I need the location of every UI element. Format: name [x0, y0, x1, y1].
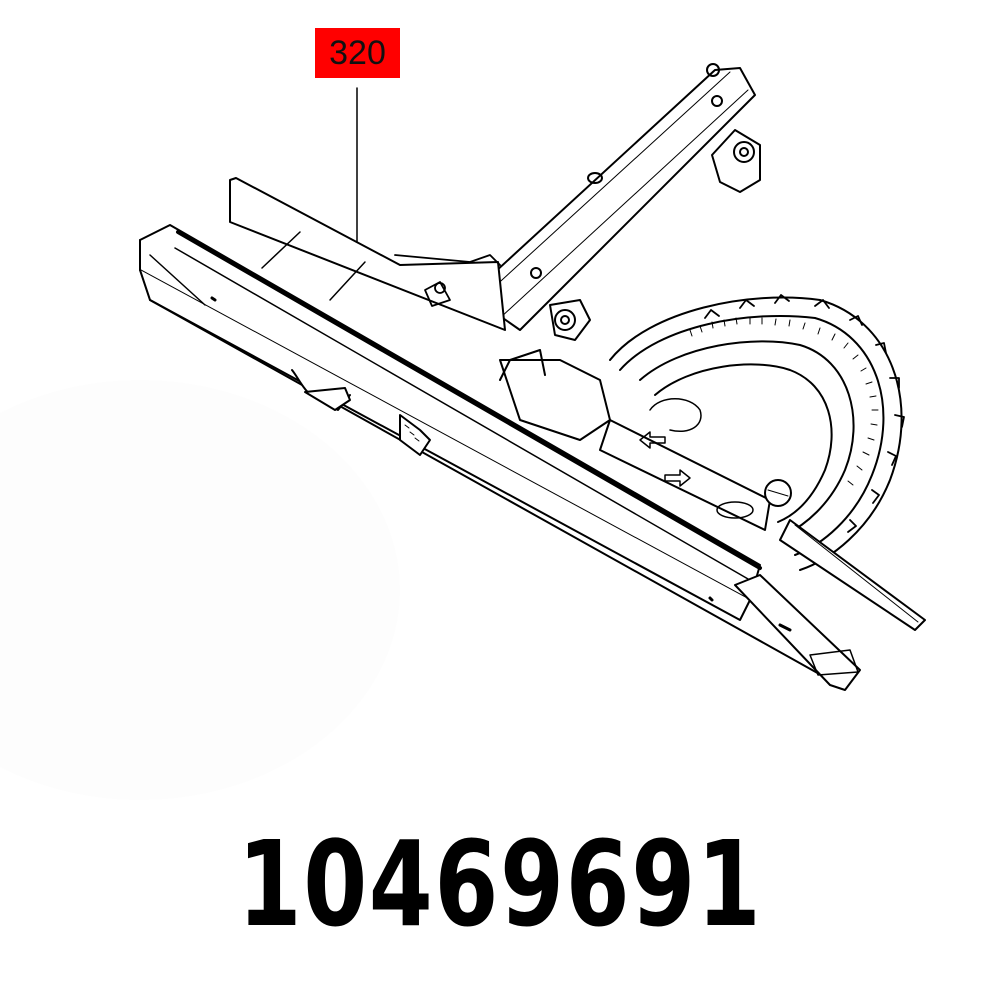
pointer-arm: [779, 519, 926, 631]
end-cap: [734, 574, 861, 691]
bracket: [394, 254, 501, 307]
part-number: 10469691: [237, 815, 763, 953]
callout-label: 320: [315, 28, 400, 78]
callout-number: 320: [329, 34, 386, 72]
background-shape: [0, 380, 400, 800]
protractor-dial: [609, 294, 905, 571]
underside-handle: [291, 369, 431, 456]
slide-carriage: [499, 299, 771, 531]
upper-arm: [469, 63, 761, 331]
